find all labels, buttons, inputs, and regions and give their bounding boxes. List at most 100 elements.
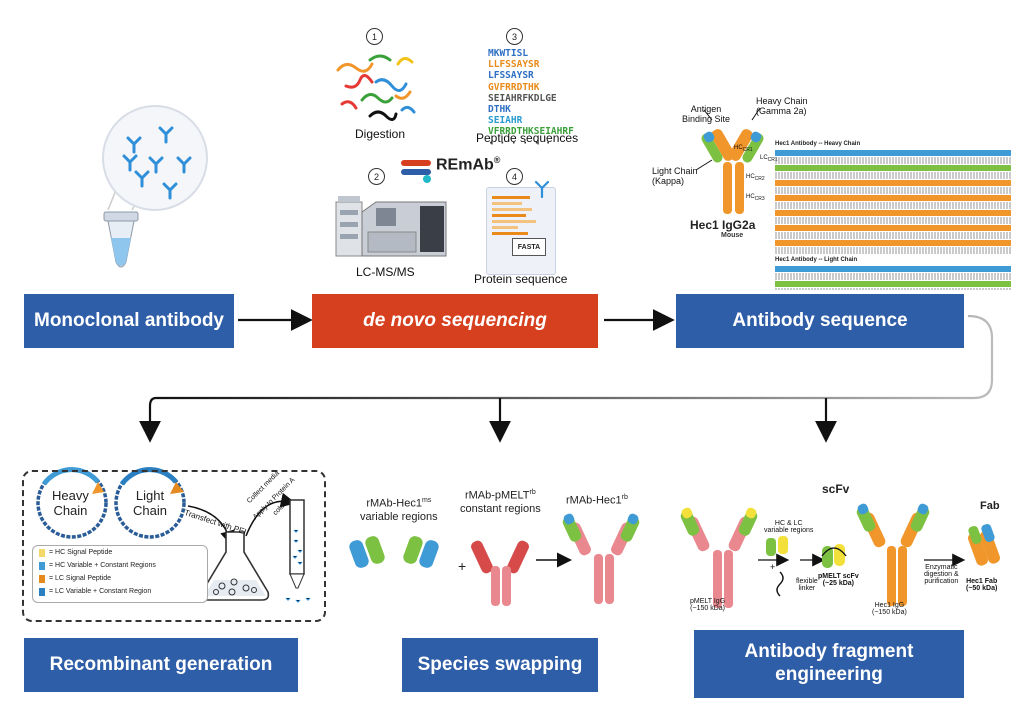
protein-sequence-label: Protein sequence <box>474 272 568 286</box>
sample-tube-icon <box>103 211 139 268</box>
fasta-badge: FASTA <box>512 238 546 256</box>
peptide-4: GVFRRDTHK <box>488 81 540 93</box>
legend-text-hc-variable: = HC Variable + Constant Regions <box>49 562 156 569</box>
hec1-igg-size: (~150 kDa) <box>872 609 907 616</box>
step-2-badge: 2 <box>368 168 385 185</box>
sequence-text-line <box>775 247 1011 254</box>
heavy-chain-plasmid-label: Heavy Chain <box>52 488 89 518</box>
peptide-3: LFSSAYSR <box>488 70 534 82</box>
heavy-chain-plasmid-icon <box>36 467 108 539</box>
pmelt-scfv-size: (~25 kDa) <box>822 580 855 587</box>
step-3-badge: 3 <box>506 28 523 45</box>
legend-hc-signal: = HC Signal Peptide <box>33 546 207 559</box>
heavy-chain-rows <box>775 150 1011 254</box>
mouse-subtitle: Mouse <box>721 232 744 239</box>
de-novo-sequencing-box: de novo sequencing <box>312 294 598 348</box>
pmelt-scfv-icon <box>821 544 847 568</box>
hc-lc-variable-label: HC & LC variable regions <box>764 520 813 534</box>
heavy-chain-panel-title: Hec1 Antibody -- Heavy Chain <box>775 141 861 147</box>
enzymatic-label: Enzymatic digestion & purification <box>924 564 959 585</box>
legend-text-lc-signal: = LC Signal Peptide <box>49 575 112 582</box>
species-swapping-box: Species swapping <box>402 638 598 692</box>
protein-sequence-document <box>486 187 556 275</box>
legend-swatch-lc-variable <box>39 587 45 596</box>
remab-brand-mark: ® <box>493 155 501 165</box>
rmab-hec1-ms-label: rMAb-Hec1ms variable regions <box>360 494 438 524</box>
ms-sup: ms <box>421 497 432 504</box>
sequence-region-bar <box>775 195 1011 201</box>
sequence-region-bar <box>775 165 1011 171</box>
lcms-label: LC-MS/MS <box>356 265 415 279</box>
rb-name: rMAb-pMELT <box>464 489 530 502</box>
de-novo-text: de novo sequencing <box>363 309 547 331</box>
sequence-text-line <box>775 187 1011 194</box>
fragment-box-line-2: engineering <box>775 664 883 685</box>
hc-lc-line-2: variable regions <box>764 527 814 534</box>
sequence-region-bar <box>775 240 1011 246</box>
peptide-7: SEIAHR <box>488 115 523 127</box>
fab-heading: Fab <box>980 500 1000 512</box>
flow-arrows <box>139 309 994 443</box>
light-chain-line-1: Light Chain <box>652 166 698 176</box>
heavy-plasmid-line-2: Chain <box>53 503 88 518</box>
enzymatic-line-2: digestion & <box>924 571 959 578</box>
light-chain-panel-title: Hec1 Antibody -- Light Chain <box>775 257 858 263</box>
sequence-text-line <box>775 288 1011 290</box>
lc-cr-label: LCCR1 <box>760 155 778 163</box>
digestion-label: Digestion <box>355 127 406 141</box>
peptide-6: DTHK <box>488 104 511 116</box>
light-plasmid-line-1: Light <box>135 488 165 503</box>
hec1-fab-size: (~50 kDa) <box>966 585 998 592</box>
legend-swatch-lc-signal <box>39 574 45 583</box>
hec1-igg-name: Hec1 IgG <box>874 602 905 609</box>
species-plus-sign: + <box>458 558 467 574</box>
hc-cr1-sub: CR1 <box>742 147 753 154</box>
hc-cr3-sub: CR3 <box>754 196 765 203</box>
light-chain-kappa-label: Light Chain (Kappa) <box>652 166 698 186</box>
hec1-fab-label: Hec1 Fab (~50 kDa) <box>966 578 997 592</box>
hc-cr2-label: HCCR2 <box>746 174 765 182</box>
hec1-igg-antibody-icon <box>856 503 930 606</box>
hc-lc-line-1: HC & LC <box>774 520 803 527</box>
small-antibody-icon <box>534 180 550 198</box>
fragment-box-line-1: Antibody fragment <box>744 641 914 663</box>
magnifier-circle <box>102 105 208 211</box>
antigen-line-2: Binding Site <box>682 114 731 124</box>
hc-cr3-label: HCCR3 <box>746 194 765 202</box>
hc-cr2-sub: CR2 <box>754 176 765 183</box>
pmelt-igg-name: pMELT IgG <box>690 598 726 605</box>
mouse-variable-regions-icon <box>349 536 439 568</box>
enzymatic-line-3: purification <box>924 578 959 585</box>
sequence-text-line <box>775 217 1011 224</box>
pmelt-scfv-name: pMELT scFv <box>818 573 859 580</box>
light-chain-plasmid-icon <box>114 467 186 539</box>
remab-brand: REmAb® <box>436 155 500 174</box>
antigen-line-1: Antigen <box>690 104 722 114</box>
flexible-line-1: flexible <box>796 578 818 585</box>
heavy-chain-line-2: (Gamma 2a) <box>756 106 807 116</box>
ms-desc: variable regions <box>360 510 438 523</box>
culture-flask-icon <box>200 531 270 601</box>
light-chain-plasmid-label: Light Chain <box>133 488 167 518</box>
rmab-pmelt-rb-label: rMAb-pMELTrb constant regions <box>460 486 541 516</box>
step-4-badge: 4 <box>506 168 523 185</box>
recombinant-legend: = HC Signal Peptide = HC Variable + Cons… <box>32 545 208 603</box>
result-sup: rb <box>621 494 628 501</box>
protein-a-column-icon <box>285 499 311 603</box>
antibody-molecules-icon <box>122 126 192 200</box>
antibody-fragment-engineering-box: Antibody fragment engineering <box>694 630 964 698</box>
enzymatic-line-1: Enzymatic <box>925 564 958 571</box>
ms-name: rMAb-Hec1 <box>366 497 422 510</box>
recombinant-panel <box>22 470 326 622</box>
hc-cr1-label: HCCR1 <box>734 145 753 153</box>
sequence-region-bar <box>775 180 1011 186</box>
sequence-text-line <box>775 172 1011 179</box>
lc-cr-sub: CR1 <box>767 157 778 164</box>
antibody-sequence-box: Antibody sequence <box>676 294 964 348</box>
sequence-text-line <box>775 157 1011 164</box>
hc-cr1-prefix: HC <box>734 145 743 151</box>
peptide-dots: · · · · · · <box>488 137 551 149</box>
rmab-hec1-rb-label: rMAb-Hec1rb <box>566 494 628 507</box>
peptide-5: SEIAHRFKDLGE <box>488 92 557 104</box>
